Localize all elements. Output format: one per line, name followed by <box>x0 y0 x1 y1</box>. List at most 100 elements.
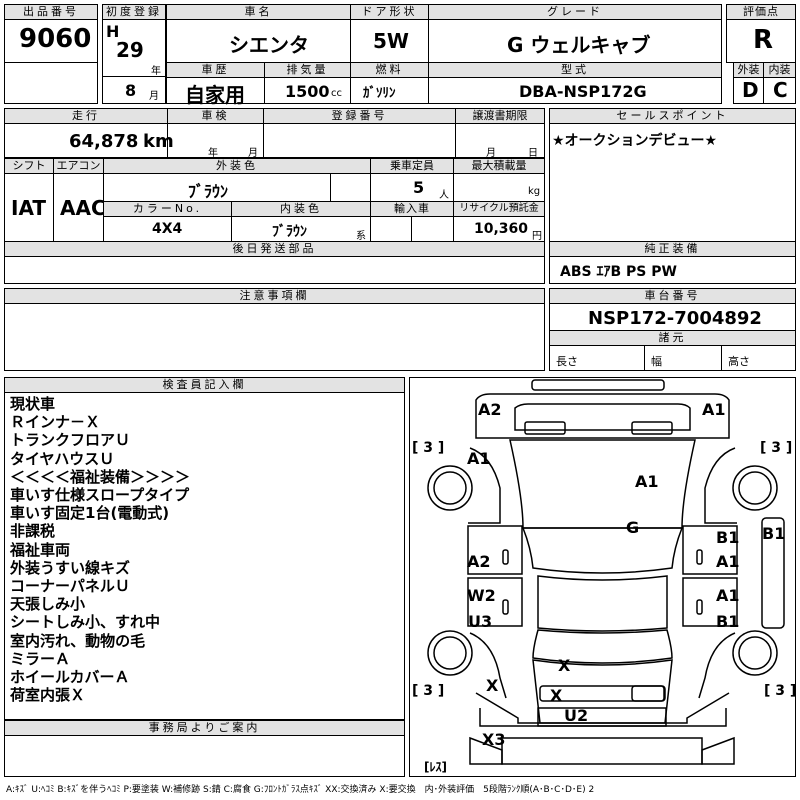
score-header: 評価点 <box>726 4 796 20</box>
damage-right-rear-door-2: B1 <box>716 612 740 631</box>
interior-color-unit: 系 <box>356 231 366 242</box>
remark-line: 天張しみ小 <box>10 595 86 614</box>
damage-left-front-door: A2 <box>467 552 491 571</box>
spec-length-label: 長さ <box>556 355 578 368</box>
capacity: 5 <box>413 178 425 197</box>
damage-right-pillar: B1 <box>762 524 786 543</box>
notes-header: 注意事項欄 <box>4 288 545 304</box>
damage-left-rocker: U3 <box>468 612 493 631</box>
import-cell-2 <box>411 216 454 242</box>
transfer-month-unit: 月 <box>486 148 496 159</box>
genuine-equipment-cell: ABS ｴｱB PS PW <box>549 256 796 284</box>
remark-line: ホイールカバーＡ <box>10 668 130 687</box>
exterior-grade-header: 外装 <box>733 62 764 78</box>
capacity-unit: 人 <box>439 190 449 201</box>
exterior-color: ﾌﾞﾗｳﾝ <box>188 182 229 201</box>
shift: IAT <box>11 196 47 220</box>
interior-grade-cell: C <box>763 77 796 104</box>
capacity-header: 乗車定員 <box>370 158 454 174</box>
mileage-header: 走行 <box>4 108 168 124</box>
tire-rear-right: [ 3 ] <box>764 683 797 699</box>
inspection-header: 車検 <box>167 108 264 124</box>
door-cell: 5W <box>350 19 429 63</box>
later-parts-cell <box>4 256 545 284</box>
history: 自家用 <box>185 83 245 107</box>
aircon-cell: AAC <box>53 173 106 242</box>
remark-line: 外装うすい線キズ <box>10 558 131 577</box>
transfer-deadline-header: 譲渡書期限 <box>455 108 545 124</box>
registration-year: 29 <box>116 38 144 62</box>
chassis-cell: NSP172-7004892 <box>549 303 796 331</box>
interior-color: ﾌﾞﾗｳﾝ <box>272 224 307 240</box>
genuine-equipment: ABS ｴｱB PS PW <box>560 264 677 280</box>
fuel: ｶﾞｿﾘﾝ <box>363 86 396 101</box>
car-outline <box>427 379 785 765</box>
damage-right-front-door-2: A1 <box>716 552 740 571</box>
office-info-cell <box>4 735 405 777</box>
damage-right-rear-door: A1 <box>716 586 740 605</box>
reg-number-header: 登録番号 <box>263 108 456 124</box>
remark-line: 福祉車両 <box>10 540 71 559</box>
door-header: ドア形状 <box>350 4 429 20</box>
model-header: 型式 <box>428 62 722 78</box>
exterior-color-header: 外装色 <box>103 158 371 174</box>
interior-color-header: 内装色 <box>231 201 371 217</box>
damage-rear-left: X <box>486 676 499 695</box>
exterior-color-sub-cell <box>330 173 371 202</box>
lot-number: 9060 <box>19 24 92 54</box>
later-parts-header: 後日発送部品 <box>4 241 545 257</box>
grade: G ウェルキャブ <box>507 33 651 57</box>
damage-cargo: X <box>558 656 571 675</box>
spec-width-cell: 幅 <box>644 345 722 371</box>
registration-cell: H 29 年 <box>102 19 166 77</box>
shift-cell: IAT <box>4 173 54 242</box>
office-info-header: 事務局よりご案内 <box>4 720 405 736</box>
lot-header: 出品番号 <box>4 4 98 20</box>
spec-height-cell: 高さ <box>721 345 796 371</box>
remark-line: タイヤハウスＵ <box>10 449 115 468</box>
aircon-header: エアコン <box>53 158 104 174</box>
remark-line: Ｒインナ－Ｘ <box>10 413 101 432</box>
inspector-header: 検査員記入欄 <box>4 377 405 393</box>
car-name: シエンタ <box>229 33 309 57</box>
specs-header: 諸元 <box>549 330 796 346</box>
displacement-cell: 1500 cc <box>264 77 351 104</box>
transfer-day-unit: 日 <box>528 148 538 159</box>
lot-cell: 9060 <box>4 19 98 63</box>
remark-line: 現状車 <box>10 395 56 413</box>
fuel-cell: ｶﾞｿﾘﾝ <box>350 77 429 104</box>
inspection-year-unit: 年 <box>208 148 218 159</box>
damage-front-left-corner: A2 <box>478 400 502 419</box>
sales-point-cell: ★オークションデビュー★ <box>549 123 796 242</box>
remark-line: コーナーパネルＵ <box>10 577 130 596</box>
remark-line: 室内汚れ、動物の毛 <box>10 631 146 650</box>
fuel-header: 燃料 <box>350 62 429 78</box>
displacement-unit: cc <box>331 88 342 99</box>
recycle-deposit: 10,360 <box>474 221 529 237</box>
tire-front-left: [ 3 ] <box>412 440 445 456</box>
max-load-cell: kg <box>453 173 545 202</box>
mileage-cell: 64,878 km <box>4 123 174 158</box>
color-no: 4X4 <box>152 221 183 237</box>
remark-line: シートしみ小、すれ中 <box>10 613 161 632</box>
spare-tire: [ﾚｽ] <box>424 760 447 774</box>
remark-line: 車いす仕様スロープタイプ <box>10 486 190 505</box>
import-cell <box>370 216 412 242</box>
score: R <box>753 25 774 55</box>
grade-header: グレード <box>428 4 722 20</box>
spec-height-label: 高さ <box>728 355 750 368</box>
history-header: 車歴 <box>166 62 265 78</box>
color-no-header: カラーNo. <box>103 201 232 217</box>
recycle-header: リサイクル預託金 <box>453 201 545 217</box>
max-load-header: 最大積載量 <box>453 158 545 174</box>
remark-line: 非課税 <box>10 522 56 541</box>
registration-month-cell: 8 月 <box>102 76 166 104</box>
registration-month: 8 <box>125 81 137 100</box>
model-cell: DBA-NSP172G <box>428 77 722 104</box>
lot-lower-cell <box>4 62 98 104</box>
model: DBA-NSP172G <box>519 82 647 101</box>
spec-length-cell: 長さ <box>549 345 645 371</box>
displacement-header: 排気量 <box>264 62 351 78</box>
genuine-equipment-header: 純正装備 <box>549 241 796 257</box>
damage-rear-corner: X3 <box>482 730 506 749</box>
